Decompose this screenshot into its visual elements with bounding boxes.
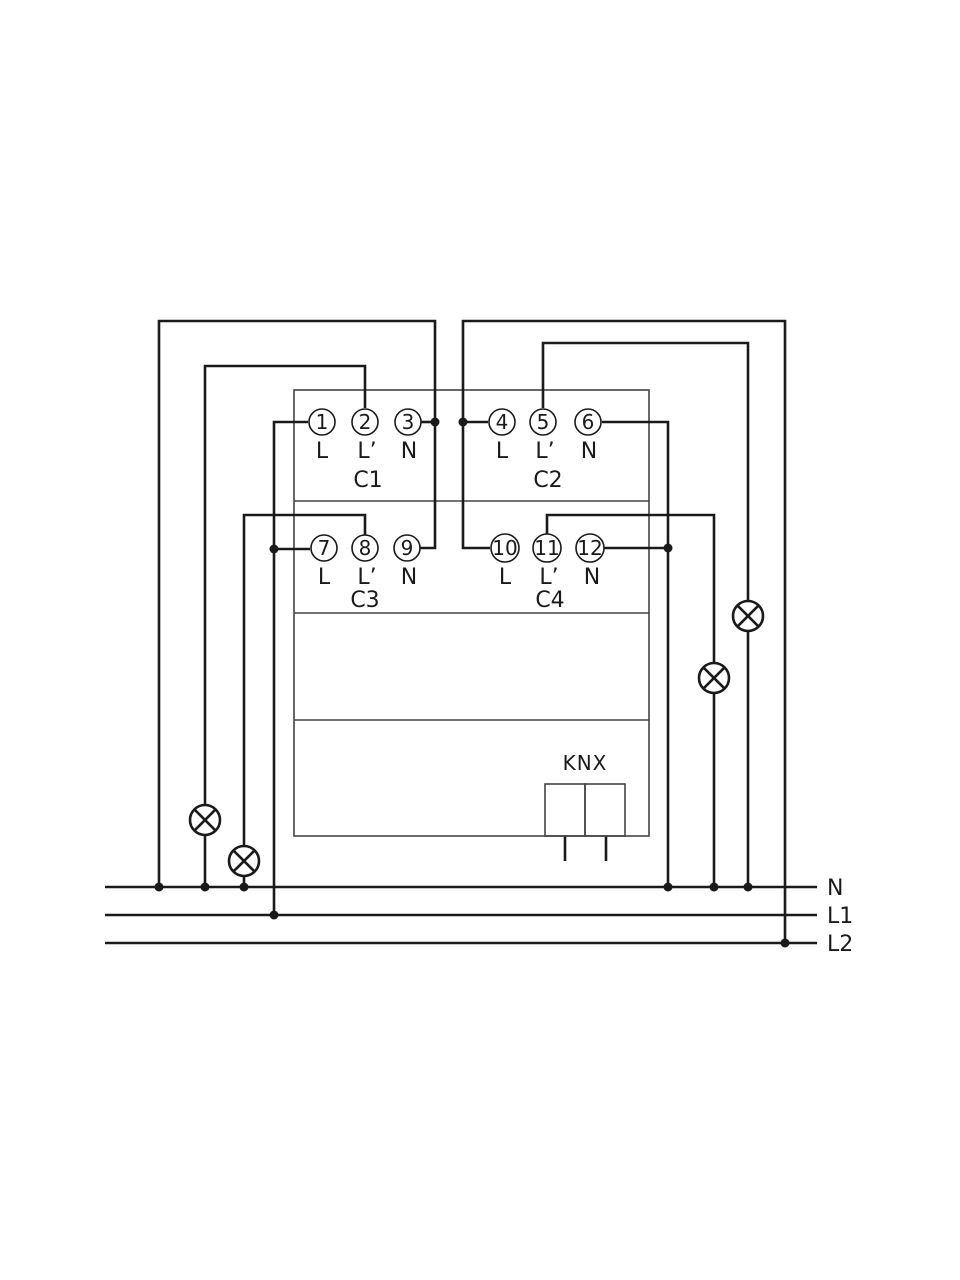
terminal-12 xyxy=(575,533,605,563)
terminal-number: 10 xyxy=(492,536,517,560)
wiring xyxy=(157,319,787,943)
l1-label: L1 xyxy=(827,904,853,929)
junction-dot xyxy=(709,882,719,892)
wire-c1-output xyxy=(203,364,367,804)
terminal-label: N xyxy=(401,439,417,464)
terminal-label: N xyxy=(401,565,417,590)
wire-c4-output xyxy=(545,513,716,662)
terminal-number: 12 xyxy=(577,536,602,560)
junction-dot xyxy=(743,882,753,892)
terminal-3 xyxy=(394,408,422,436)
channel-c2: 4 L 5 L’ 6 N C2 xyxy=(488,408,602,493)
terminal-label: L’ xyxy=(357,565,376,590)
terminal-7 xyxy=(310,534,338,562)
junction-dot xyxy=(430,417,440,427)
channel-label: C4 xyxy=(535,588,564,613)
junctions xyxy=(154,417,790,948)
knx-terminal: KNX xyxy=(544,751,626,837)
terminal-8 xyxy=(351,534,379,562)
terminal-label: L xyxy=(496,439,509,464)
junction-dot xyxy=(200,882,210,892)
terminal-number: 1 xyxy=(316,410,329,434)
terminal-label: N xyxy=(581,439,597,464)
terminal-label: L’ xyxy=(539,565,558,590)
channel-label: C3 xyxy=(350,588,379,613)
channel-c1: 1 L 2 L’ 3 N C1 xyxy=(308,408,422,493)
terminal-number: 2 xyxy=(359,410,372,434)
terminal-6 xyxy=(574,408,602,436)
terminal-label: L xyxy=(499,565,512,590)
knx-connector-left xyxy=(544,783,586,837)
junction-dot xyxy=(269,910,279,920)
junction-dot xyxy=(239,882,249,892)
terminal-label: L xyxy=(318,565,331,590)
junction-dot xyxy=(269,544,279,554)
terminal-number: 3 xyxy=(402,410,415,434)
wire-l1-c1-c3 xyxy=(272,420,308,915)
terminal-number: 11 xyxy=(534,536,559,560)
neutral-label: N xyxy=(827,876,843,901)
supply-lines: N L1 L2 xyxy=(105,876,853,957)
l2-label: L2 xyxy=(827,932,853,957)
terminal-2 xyxy=(351,408,379,436)
terminal-4 xyxy=(488,408,516,436)
terminal-number: 7 xyxy=(318,536,331,560)
terminal-number: 6 xyxy=(582,410,595,434)
knx-label: KNX xyxy=(563,751,608,775)
channel-c3: 7 L 8 L’ 9 N C3 xyxy=(310,534,421,613)
lamp-icon xyxy=(697,661,731,695)
terminal-label: L’ xyxy=(535,439,554,464)
terminal-5 xyxy=(529,408,557,436)
terminal-number: 5 xyxy=(537,410,550,434)
wire-neutral-c1-c3 xyxy=(157,319,437,887)
wire-l2-c2-c4 xyxy=(461,319,787,943)
terminal-9 xyxy=(393,534,421,562)
channel-c4: 10 L 11 L’ 12 N C4 xyxy=(490,533,605,613)
wire-c2-output xyxy=(541,341,750,601)
lamp-icon xyxy=(188,803,222,837)
terminal-label: N xyxy=(584,565,600,590)
terminal-number: 4 xyxy=(496,410,509,434)
terminal-10 xyxy=(490,533,520,563)
terminal-label: L’ xyxy=(357,439,376,464)
lamp-icon xyxy=(731,599,765,633)
knx-connector-right xyxy=(584,783,626,837)
terminal-11 xyxy=(532,533,562,563)
junction-dot xyxy=(458,417,468,427)
terminal-number: 9 xyxy=(401,536,414,560)
junction-dot xyxy=(663,543,673,553)
terminal-label: L xyxy=(316,439,329,464)
terminal-1 xyxy=(308,408,336,436)
junction-dot xyxy=(154,882,164,892)
channel-label: C1 xyxy=(353,468,382,493)
junction-dot xyxy=(780,938,790,948)
junction-dot xyxy=(663,882,673,892)
actuator-housing xyxy=(293,389,650,837)
lamp-icon xyxy=(227,844,261,878)
terminal-number: 8 xyxy=(359,536,372,560)
wire-neutral-c2-c4 xyxy=(602,420,670,887)
wire-c3-output xyxy=(242,513,367,846)
channel-label: C2 xyxy=(533,468,562,493)
